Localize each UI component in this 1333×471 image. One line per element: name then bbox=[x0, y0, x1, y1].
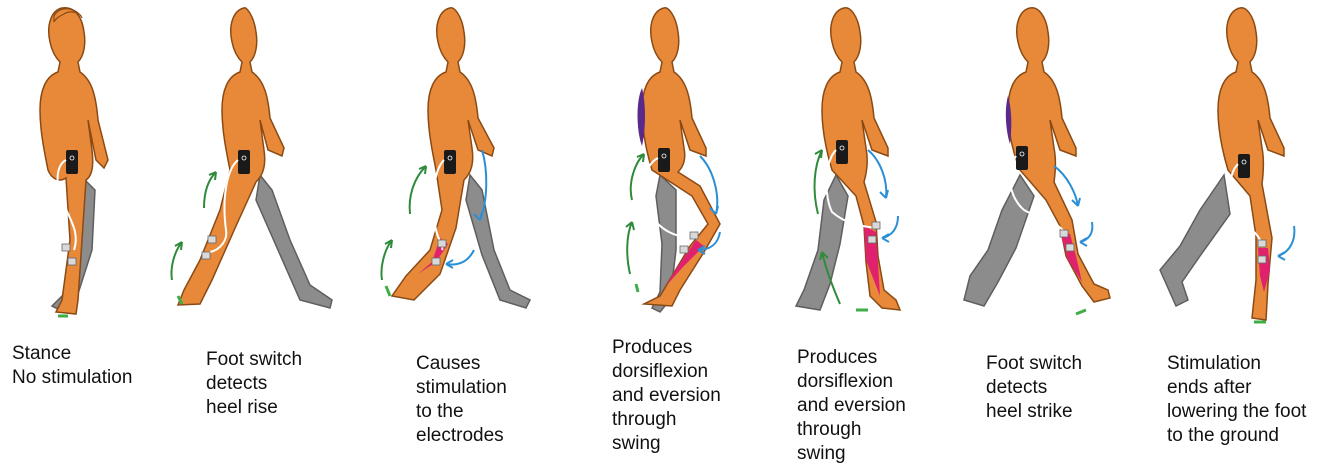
back-leg bbox=[1160, 175, 1230, 306]
stimulator-device bbox=[658, 148, 670, 172]
electrode bbox=[438, 240, 446, 247]
phase-2-caption: Foot switch detects heel rise bbox=[206, 348, 302, 420]
electrode bbox=[208, 236, 216, 243]
electrode bbox=[202, 252, 210, 259]
walking-figure-stimulation-start bbox=[370, 0, 560, 330]
blue-arrow bbox=[868, 150, 886, 198]
blue-arrow bbox=[1278, 226, 1294, 256]
blue-arrow bbox=[882, 216, 898, 238]
body bbox=[1218, 8, 1284, 320]
phase-3-figure bbox=[370, 0, 560, 330]
phase-7-caption: Stimulation ends after lowering the foot… bbox=[1167, 352, 1306, 448]
phase-1-caption: Stance No stimulation bbox=[12, 342, 132, 390]
electrode bbox=[1060, 230, 1068, 237]
electrode bbox=[1066, 244, 1074, 251]
stimulator-device bbox=[238, 150, 250, 174]
walking-figure-swing-2 bbox=[760, 0, 950, 330]
electrode bbox=[1258, 256, 1266, 263]
electrode bbox=[872, 222, 880, 229]
phase-6-caption: Foot switch detects heel strike bbox=[986, 352, 1082, 424]
stimulator-device bbox=[1238, 154, 1250, 178]
foot-switch bbox=[1076, 310, 1086, 314]
stimulator-device bbox=[444, 150, 456, 174]
phase-5-caption: Produces dorsiflexion and eversion throu… bbox=[797, 346, 906, 466]
electrode bbox=[868, 236, 876, 243]
electrode bbox=[62, 244, 70, 251]
walking-figure-stimulation-end bbox=[1140, 0, 1330, 330]
phase-4-caption: Produces dorsiflexion and eversion throu… bbox=[612, 336, 721, 456]
walking-figure-heel-strike bbox=[950, 0, 1140, 330]
walking-figure-heel-rise bbox=[160, 0, 350, 330]
body bbox=[392, 8, 494, 300]
phase-5-figure bbox=[760, 0, 950, 330]
phase-7-figure bbox=[1140, 0, 1330, 330]
electrode bbox=[1258, 240, 1266, 247]
phase-2-figure bbox=[160, 0, 350, 330]
body bbox=[642, 8, 720, 306]
green-arrow bbox=[204, 172, 216, 208]
body bbox=[178, 8, 284, 305]
phase-6-figure bbox=[950, 0, 1140, 330]
foot-switch bbox=[636, 284, 638, 292]
green-arrow bbox=[815, 150, 822, 214]
stimulator-device bbox=[836, 140, 848, 164]
back-leg bbox=[466, 175, 530, 308]
green-arrow bbox=[631, 154, 644, 200]
electrode bbox=[68, 258, 76, 265]
green-arrow bbox=[410, 166, 426, 214]
walking-figure-swing-1 bbox=[580, 0, 770, 330]
back-leg bbox=[796, 175, 848, 310]
back-leg bbox=[256, 175, 332, 308]
stimulator-device bbox=[66, 150, 78, 174]
foot-switch bbox=[386, 286, 390, 296]
phase-4-figure bbox=[580, 0, 770, 330]
electrode bbox=[680, 246, 688, 253]
electrode bbox=[690, 232, 698, 239]
back-leg bbox=[964, 175, 1034, 306]
stimulator-device bbox=[1016, 146, 1028, 170]
electrode bbox=[432, 258, 440, 265]
green-arrow bbox=[627, 222, 632, 274]
phase-3-caption: Causes stimulation to the electrodes bbox=[416, 352, 507, 448]
